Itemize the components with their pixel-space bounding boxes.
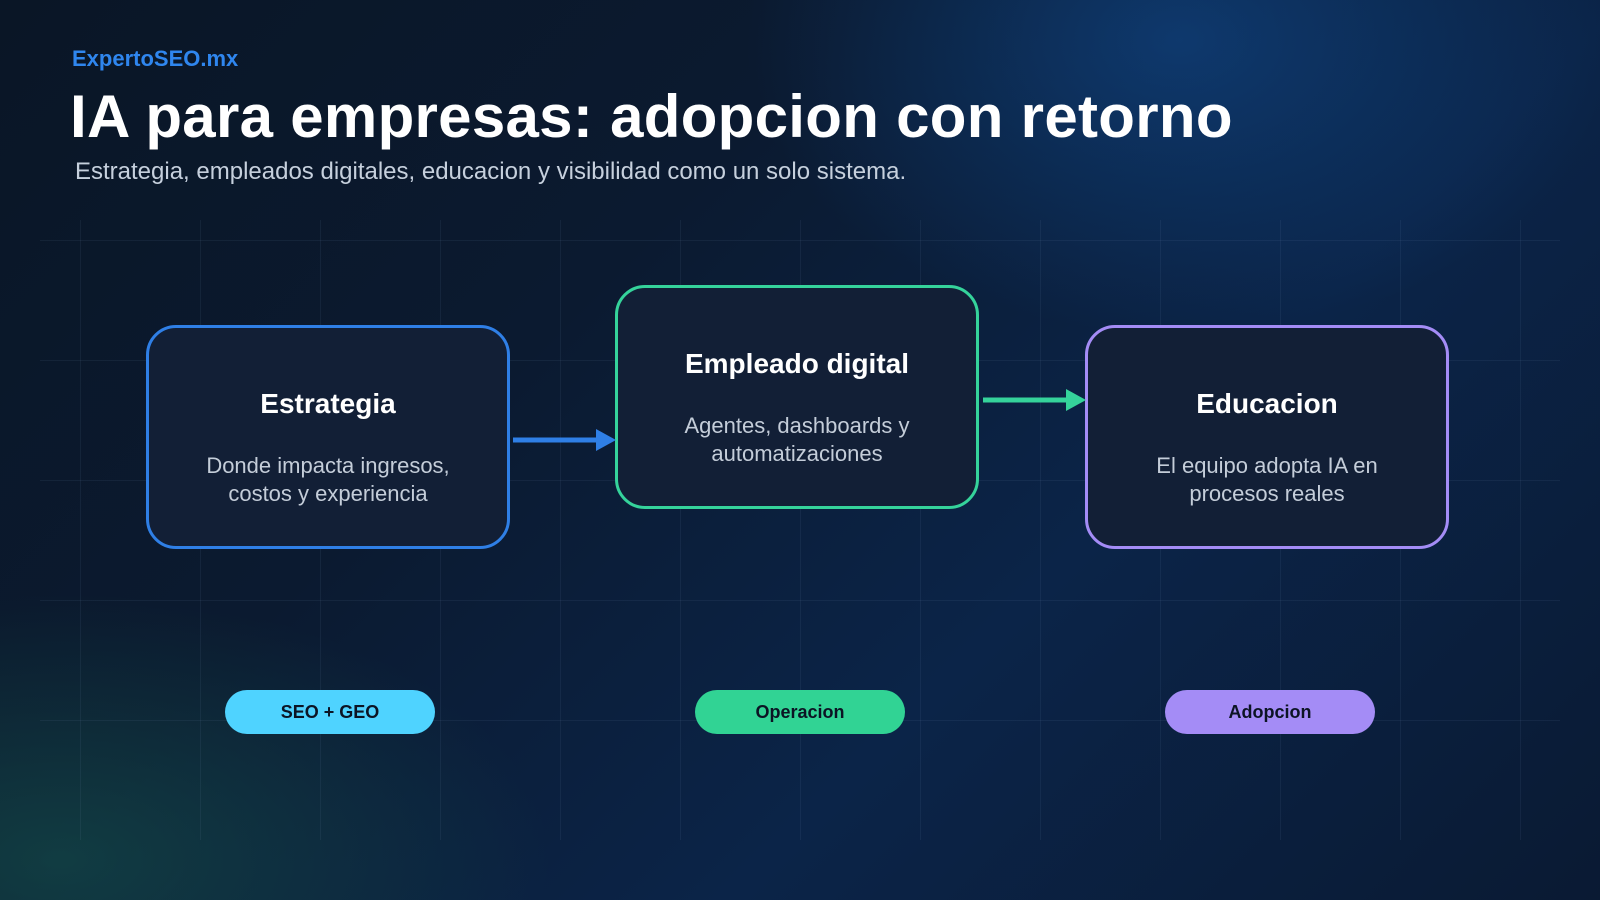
node-empleado-digital: Empleado digital Agentes, dashboards y a… xyxy=(615,285,979,509)
node-estrategia: Estrategia Donde impacta ingresos, costo… xyxy=(146,325,510,549)
node-educacion: Educacion El equipo adopta IA en proceso… xyxy=(1085,325,1449,549)
tag-adopcion: Adopcion xyxy=(1165,690,1375,734)
node-description: Agentes, dashboards y automatizaciones xyxy=(684,413,910,466)
node-title: Educacion xyxy=(1196,388,1338,419)
page-subtitle: Estrategia, empleados digitales, educaci… xyxy=(75,158,907,185)
node-title: Empleado digital xyxy=(684,348,910,379)
tag-seo-geo: SEO + GEO xyxy=(225,690,435,734)
page-title: IA para empresas: adopcion con retorno xyxy=(70,83,1233,150)
node-description: El equipo adopta IA en procesos reales xyxy=(1156,453,1378,506)
node-title: Estrategia xyxy=(260,388,396,419)
brand-logo-text: ExpertoSEO.mx xyxy=(72,46,239,71)
tag-operacion: Operacion xyxy=(695,690,905,734)
node-description: Donde impacta ingresos, costos y experie… xyxy=(206,453,450,506)
